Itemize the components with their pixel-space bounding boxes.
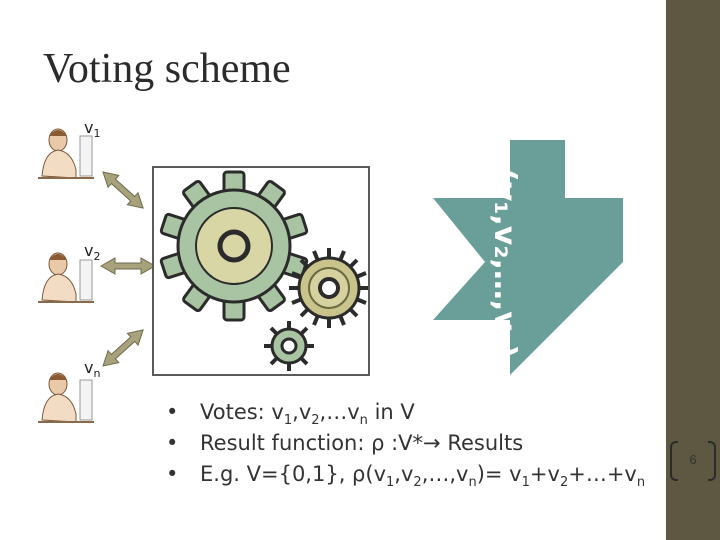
voter-label-n: vn: [84, 358, 101, 381]
big-arrow-icon: (v₁,v₂,…,vₙ): [433, 140, 623, 375]
right-sidebar-band: [666, 0, 720, 540]
bullet-list: Votes: v1,v2,…vn in V Result function: ρ…: [166, 400, 645, 493]
bullet-example: E.g. V={0,1}, ρ(v1,v2,…,vn)= v1+v2+…+vn: [166, 462, 645, 493]
page-number: 6: [670, 441, 716, 481]
gear-icon: [264, 321, 314, 371]
voter-arrows: [99, 171, 157, 367]
voter-at-desk-icon: [38, 372, 94, 423]
bullet-votes: Votes: v1,v2,…vn in V: [166, 400, 645, 431]
slide-title: Voting scheme: [43, 46, 291, 92]
voter-label-2: v2: [84, 241, 101, 264]
voter-label-1: v1: [84, 118, 101, 141]
voter-at-desk-icon: [38, 128, 94, 179]
double-arrow-icon: [99, 171, 157, 367]
gear-icon: [159, 170, 309, 322]
voting-machine-box: [152, 166, 370, 376]
voter-at-desk-icon: [38, 252, 94, 303]
gear-icon: [289, 248, 369, 328]
gears-illustration: [159, 170, 369, 371]
vote-tuple-text: (v₁,v₂,…,vₙ): [487, 168, 522, 358]
bullet-result-function: Result function: ρ :V*→ Results: [166, 431, 645, 462]
